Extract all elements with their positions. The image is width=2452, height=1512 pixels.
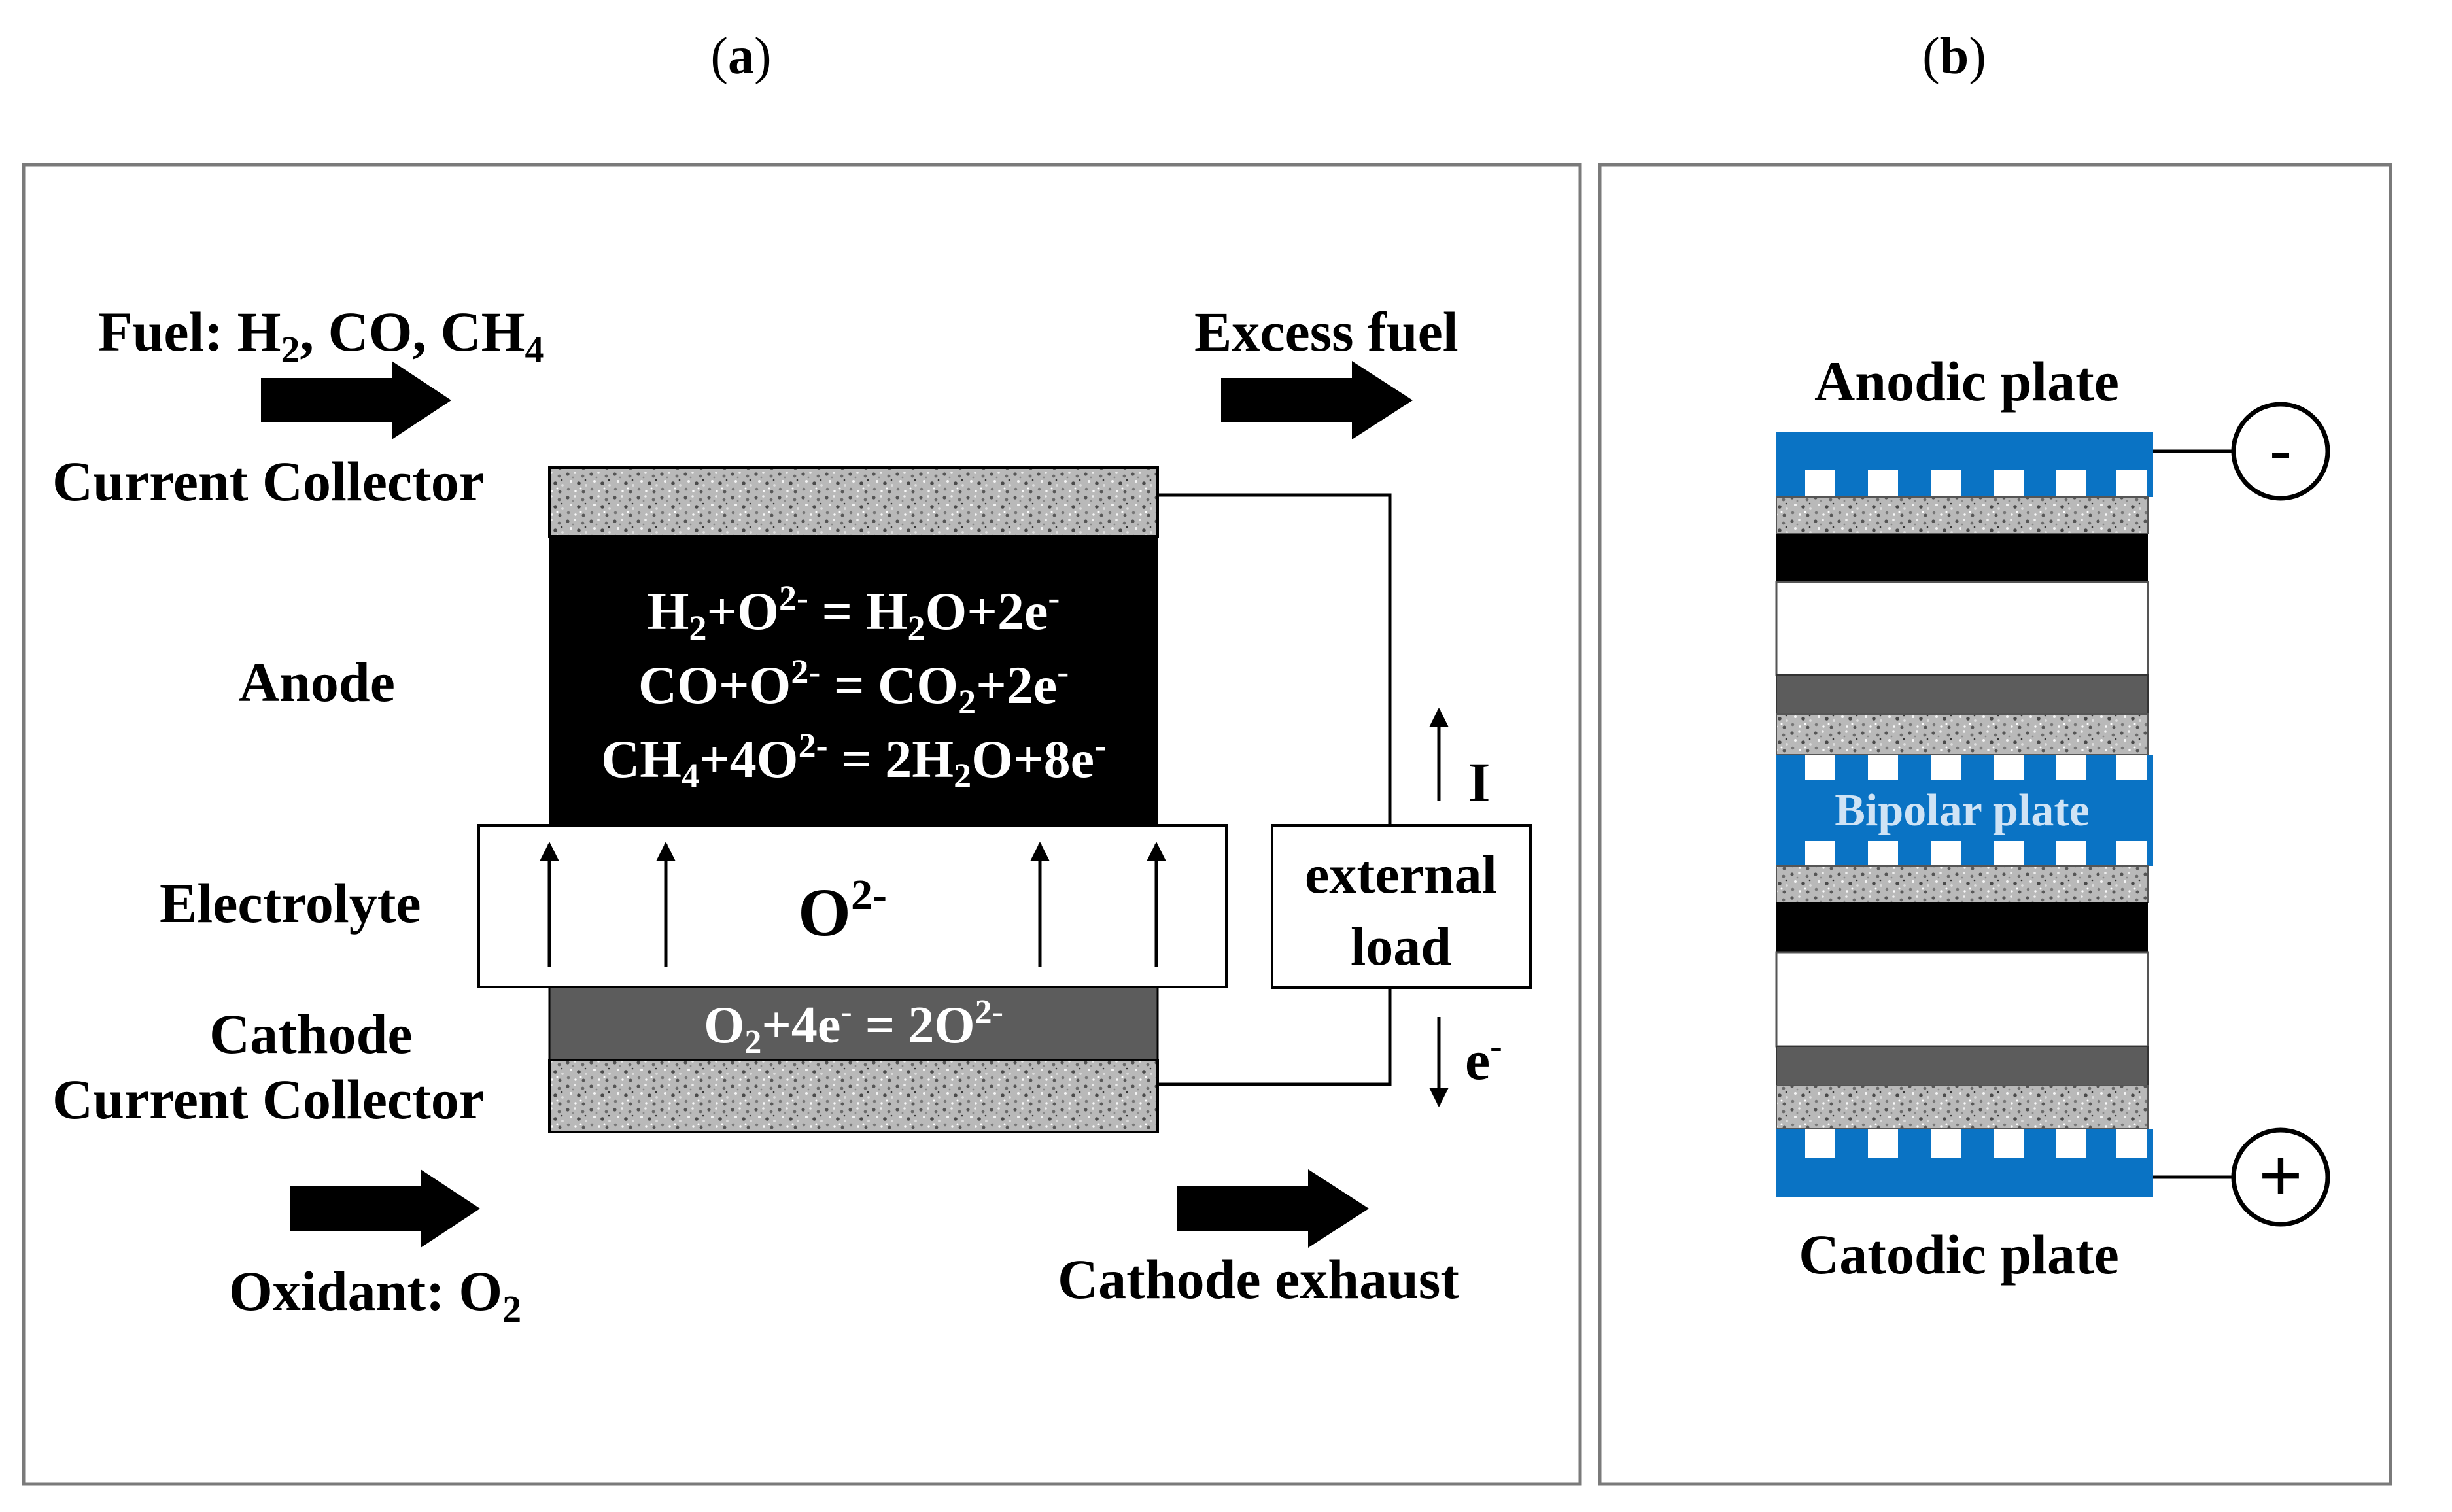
panel-a-frame (22, 163, 1582, 1486)
anode-layer (549, 536, 1158, 825)
cathode-label: Cathode (209, 1003, 413, 1065)
current-collector-bottom (548, 1059, 1159, 1133)
cathode-reaction: O2+4e- = 2O2- (704, 993, 1003, 1061)
cathode-layer (548, 986, 1159, 1061)
cell2-anode (1776, 902, 2148, 952)
anode-reaction-2: CO+O2- = CO2+2e- (638, 652, 1069, 721)
cathode-exhaust-label: Cathode exhaust (1058, 1248, 1459, 1311)
circuit-wire-top (1158, 493, 1392, 825)
cell2-collector-bottom (1776, 1085, 2149, 1129)
electrolyte-layer (477, 824, 1228, 988)
bipolar-plate-label: Bipolar plate (1835, 785, 2090, 836)
oxide-ion-label: O2- (798, 871, 887, 950)
positive-terminal-sign: + (2258, 1132, 2303, 1219)
anode-reaction-3: CH4+4O2- = 2H2O+8e- (601, 726, 1106, 795)
oxidant-in-arrow (290, 1169, 480, 1248)
catodic-plate (1776, 1129, 2153, 1197)
catodic-plate-channels (1805, 1129, 2147, 1158)
cell1-anode (1776, 534, 2148, 582)
circuit-wire-bottom (1158, 988, 1392, 1086)
electron-label: e- (1465, 1026, 1502, 1091)
current-collector-top (548, 466, 1159, 538)
anode-label: Anode (239, 651, 395, 713)
panel-a: Fuel: H2, CO, CH4 Excess fuel Current Co… (52, 300, 1532, 1330)
external-load-line1: external (1305, 844, 1497, 905)
cell1-cathode (1776, 674, 2149, 715)
current-collector-top-label: Current Collector (52, 450, 484, 513)
bipolar-plate-channels-bottom (1805, 841, 2147, 866)
excess-fuel-label: Excess fuel (1194, 300, 1459, 363)
fuel-in-arrow (261, 361, 451, 439)
cell1-collector-bottom (1776, 713, 2149, 755)
catodic-plate-label: Catodic plate (1799, 1223, 2119, 1286)
anodic-plate-label: Anodic plate (1814, 350, 2119, 413)
positive-terminal (2231, 1127, 2330, 1227)
current-label: I (1468, 751, 1490, 814)
excess-fuel-arrow (1221, 361, 1413, 439)
external-load-line2: load (1351, 916, 1451, 977)
cell1-collector-top (1776, 496, 2149, 534)
cathode-exhaust-arrow (1177, 1169, 1369, 1248)
anode-reaction-1: H2+O2- = H2O+2e- (648, 578, 1060, 647)
cell2-cathode (1776, 1046, 2149, 1086)
bipolar-plate-channels-top (1805, 755, 2147, 780)
oxidant-label: Oxidant: O2 (229, 1260, 521, 1330)
bipolar-plate (1776, 755, 2153, 866)
anodic-plate-channels (1805, 470, 2147, 497)
cell1-electrolyte (1775, 581, 2149, 676)
caption-a: (a) (710, 27, 771, 85)
negative-terminal-sign: - (2270, 413, 2291, 485)
external-load-box (1271, 824, 1532, 989)
cell2-electrolyte (1775, 951, 2149, 1048)
panel-b-frame (1598, 163, 2392, 1486)
fuel-label: Fuel: H2, CO, CH4 (98, 300, 544, 371)
negative-terminal (2231, 402, 2330, 501)
caption-b: (b) (1922, 27, 1986, 85)
panel-b: Anodic plate (1775, 350, 2330, 1286)
electrolyte-label: Electrolyte (160, 872, 421, 935)
anodic-plate (1776, 432, 2153, 497)
cell2-collector-top (1776, 865, 2149, 903)
current-collector-bottom-label: Current Collector (52, 1068, 484, 1131)
